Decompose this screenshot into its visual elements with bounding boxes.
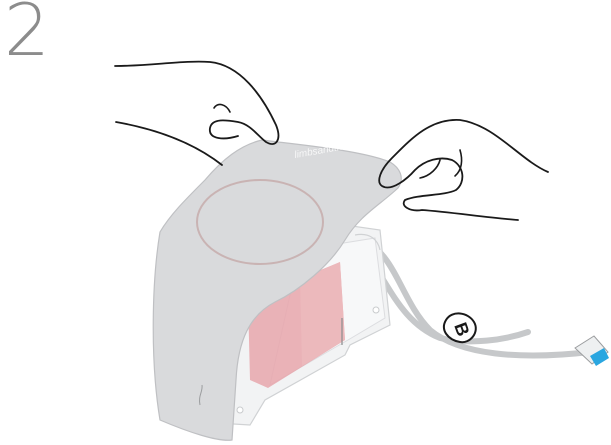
hand-left-icon bbox=[114, 60, 280, 166]
tube bbox=[357, 237, 593, 359]
tube-label-tag-icon: B bbox=[442, 312, 477, 344]
tube-label-text: B bbox=[450, 320, 473, 339]
hand-right-finger-detail bbox=[419, 149, 463, 179]
hand-left-knuckle bbox=[213, 103, 231, 113]
step-number: 2 bbox=[4, 0, 50, 72]
tube-connector-icon bbox=[574, 335, 609, 366]
hand-right-icon bbox=[378, 119, 549, 221]
